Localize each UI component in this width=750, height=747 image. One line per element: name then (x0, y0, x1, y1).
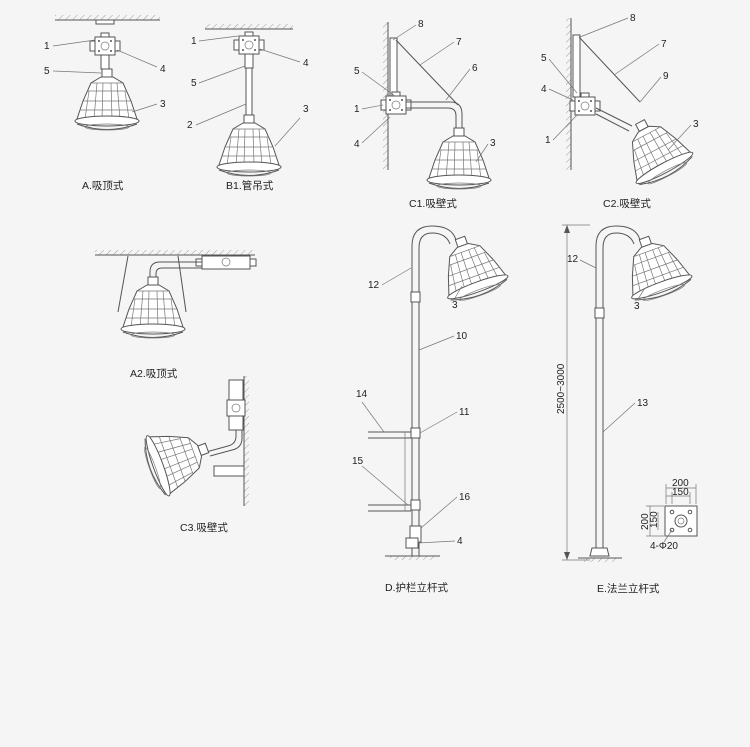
callout-b1-2: 2 (187, 120, 193, 131)
dimension-flange-holes: 4-Φ20 (650, 541, 678, 552)
callout-d-3: 3 (452, 300, 458, 311)
figure-c3-wall-mount-side (138, 376, 249, 506)
caption-a2: A2.吸顶式 (130, 367, 178, 380)
dimension-flange-width-200: 200 (672, 478, 689, 489)
callout-c2-8: 8 (630, 13, 636, 24)
callout-c2-4: 4 (541, 84, 547, 95)
figure-c1-wall-mount (380, 22, 492, 190)
dimension-flange-height-200: 200 (640, 513, 651, 530)
callout-b1-5: 5 (191, 78, 197, 89)
figure-a-ceiling-mount (55, 15, 160, 131)
caption-c2: C2.吸壁式 (603, 197, 651, 210)
callout-b1-1: 1 (191, 36, 197, 47)
dimension-height-range: 2500~3000 (556, 363, 567, 414)
callout-c2-1: 1 (545, 135, 551, 146)
callout-c2-3: 3 (693, 119, 699, 130)
callout-c2-9: 9 (663, 71, 669, 82)
figure-d-guardrail-pole (368, 225, 512, 560)
callout-c1-8: 8 (418, 19, 424, 30)
callout-d-11: 11 (459, 407, 470, 418)
caption-c1: C1.吸壁式 (409, 197, 457, 210)
callout-e-13: 13 (637, 398, 649, 409)
callout-d-4: 4 (457, 536, 463, 547)
callout-d-14: 14 (356, 389, 368, 400)
dimension-flange-height-150: 150 (649, 511, 660, 528)
flange-detail (646, 484, 698, 543)
figure-b1-pipe-pendant (205, 24, 293, 177)
callout-c1-4: 4 (354, 139, 360, 150)
figure-c2-wall-mount (566, 18, 698, 192)
callout-a-3: 3 (160, 99, 166, 110)
callout-e-12: 12 (567, 254, 579, 265)
callout-c2-7: 7 (661, 39, 667, 50)
callout-a-1: 1 (44, 41, 50, 52)
callout-d-16: 16 (459, 492, 471, 503)
callout-c1-6: 6 (472, 63, 478, 74)
callout-b1-4: 4 (303, 58, 309, 69)
dimension-flange-width-150: 150 (672, 487, 689, 498)
callout-c1-3: 3 (490, 138, 496, 149)
caption-a: A.吸顶式 (82, 179, 124, 192)
caption-c3: C3.吸壁式 (180, 521, 228, 534)
caption-b1: B1.管吊式 (226, 179, 274, 192)
callout-a-4: 4 (160, 64, 166, 75)
figure-e-flange-pole (562, 224, 696, 562)
callout-b1-3: 3 (303, 104, 309, 115)
callout-c1-1: 1 (354, 104, 360, 115)
callout-d-15: 15 (352, 456, 364, 467)
caption-d: D.护栏立杆式 (385, 581, 448, 594)
callout-c1-7: 7 (456, 37, 462, 48)
caption-e: E.法兰立杆式 (597, 582, 660, 595)
callout-c2-5: 5 (541, 53, 547, 64)
callout-c1-5: 5 (354, 66, 360, 77)
callout-e-3: 3 (634, 301, 640, 312)
callout-a-5: 5 (44, 66, 50, 77)
figure-a2-ceiling-bracket (95, 250, 257, 339)
callout-d-10: 10 (456, 331, 468, 342)
callout-d-12: 12 (368, 280, 380, 291)
